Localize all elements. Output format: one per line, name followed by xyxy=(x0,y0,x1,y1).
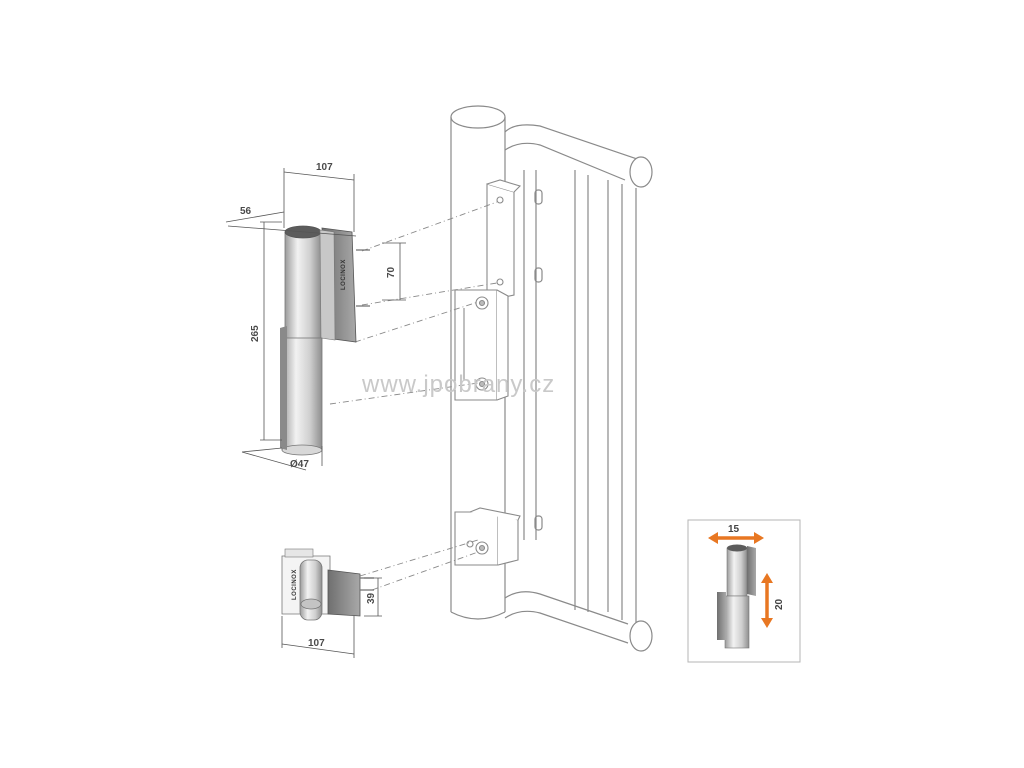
orange-arrow-right-icon xyxy=(754,532,764,544)
dim-width-bottom: 107 xyxy=(308,638,325,649)
inset-horizontal-label: 15 xyxy=(728,524,740,535)
dimension-lines xyxy=(225,168,406,658)
adjustment-inset xyxy=(687,519,801,663)
lower-bracket xyxy=(454,507,521,566)
dim-spacing: 70 xyxy=(386,266,397,278)
inset-vertical-label: 20 xyxy=(774,598,785,610)
upper-bracket xyxy=(486,179,522,299)
middle-bracket xyxy=(454,289,509,401)
brand-label-upper: LOCINOX xyxy=(341,259,347,290)
orange-arrow-down-icon xyxy=(761,618,773,628)
gate-frame xyxy=(504,124,653,652)
dim-width-top: 107 xyxy=(316,162,333,173)
watermark-text: www.jpobrany.cz xyxy=(361,371,555,398)
dim-height-bottom: 39 xyxy=(366,592,377,604)
brand-label-lower: LOCINOX xyxy=(292,569,298,600)
dim-height: 265 xyxy=(250,325,261,342)
orange-arrow-up-icon xyxy=(761,573,773,583)
upper-hinge xyxy=(280,225,370,456)
dim-diameter: Ø47 xyxy=(290,459,309,470)
orange-arrow-left-icon xyxy=(708,532,718,544)
dim-depth-top: 56 xyxy=(240,206,252,217)
lower-hinge xyxy=(281,548,374,621)
alignment-lines xyxy=(329,201,498,591)
